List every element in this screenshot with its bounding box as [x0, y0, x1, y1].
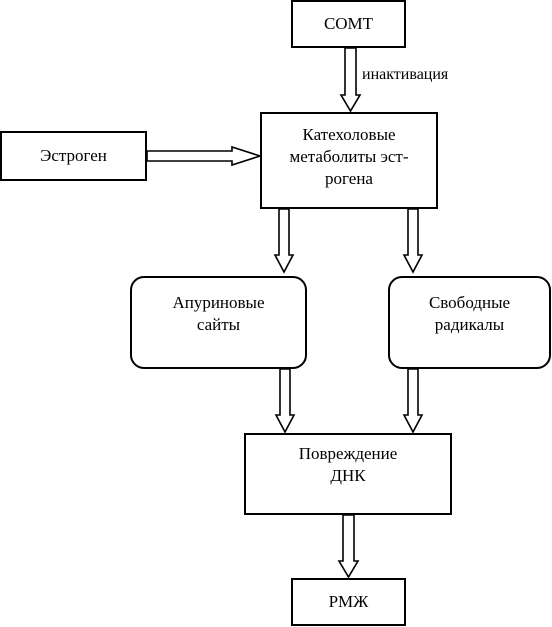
- node-estrogen-label: Эстроген: [40, 146, 107, 165]
- arrow-comt-to-catechol: [339, 47, 362, 113]
- node-comt: СОМТ: [291, 0, 406, 48]
- arrow-radicals-to-dna: [402, 368, 424, 434]
- node-free-radicals: Свободные радикалы: [388, 276, 551, 369]
- arrow-catechol-to-apurinic: [273, 208, 295, 274]
- arrow-dna-to-rmzh: [337, 514, 360, 579]
- node-dna-damage: Повреждение ДНК: [244, 433, 452, 515]
- node-estrogen: Эстроген: [0, 131, 147, 181]
- node-apurinic-sites-label: Апуриновые сайты: [172, 293, 265, 334]
- arrow-catechol-to-radicals: [402, 208, 424, 274]
- node-rmzh: РМЖ: [291, 578, 406, 626]
- node-comt-label: СОМТ: [323, 14, 374, 33]
- arrow-estrogen-to-catechol: [146, 145, 263, 167]
- arrow-apurinic-to-dna: [274, 368, 296, 434]
- edge-label-inactivation: инактивация: [362, 66, 449, 83]
- node-catechol-metabolites: Катехоловые метаболиты эст- рогена: [260, 112, 438, 209]
- node-apurinic-sites: Апуриновые сайты: [130, 276, 307, 369]
- node-rmzh-label: РМЖ: [328, 592, 369, 611]
- node-free-radicals-label: Свободные радикалы: [428, 293, 511, 334]
- node-catechol-metabolites-label: Катехоловые метаболиты эст- рогена: [289, 125, 409, 188]
- node-dna-damage-label: Повреждение ДНК: [298, 444, 398, 485]
